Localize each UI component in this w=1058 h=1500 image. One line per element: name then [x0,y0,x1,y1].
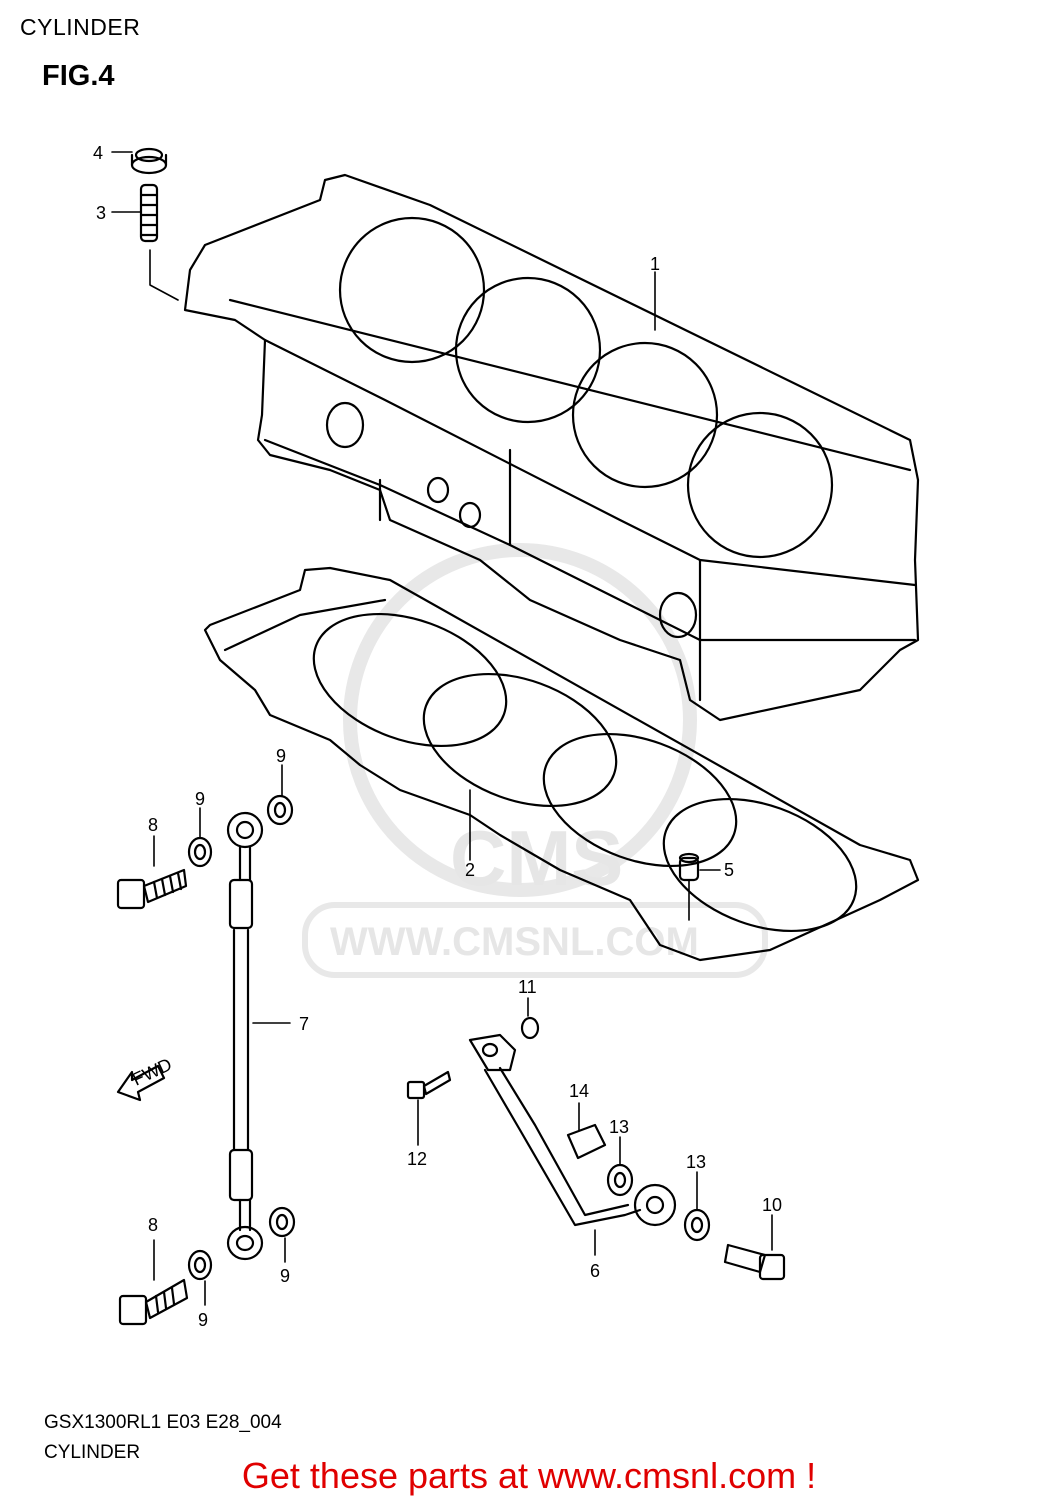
washer-9d [268,1206,296,1238]
bolt-12 [406,1070,452,1100]
callout-part-9b: 9 [195,789,205,809]
dowel-pin [678,852,700,882]
callout-part-13b: 13 [686,1152,706,1172]
callout-part-9d: 9 [198,1310,208,1330]
model-code: GSX1300RL1 E03 E28_004 [44,1412,282,1433]
callout-part-3: 3 [96,203,106,223]
cap-14 [566,1123,607,1160]
o-ring-11 [520,1016,540,1040]
union-bolt-top [116,868,188,910]
callout-part-2: 2 [465,860,475,880]
flange-nut [130,147,168,175]
callout-part-1: 1 [650,254,660,274]
fwd-direction-arrow [116,1064,166,1102]
callout-part-14: 14 [569,1081,589,1101]
washer-9b [266,794,294,826]
callout-part-4: 4 [93,143,103,163]
washer-9a [187,836,213,868]
callout-part-10: 10 [762,1195,782,1215]
promo-link[interactable]: Get these parts at www.cmsnl.com ! [241,1455,817,1496]
callout-part-6: 6 [590,1261,600,1281]
callout-part-12: 12 [407,1149,427,1169]
leader-lines [111,151,773,1306]
figure-label: FIG.4 [42,60,115,92]
union-bolt-bottom [118,1278,189,1326]
watermark: CMS WWW.CMSNL.COM [302,543,768,978]
cylinder-gasket [203,566,920,962]
union-bolt-10 [723,1243,786,1281]
washer-13a [606,1163,634,1197]
cylinder-bore-4 [686,411,834,559]
watermark-logo-text: CMS [450,814,623,902]
oil-pipe [468,1033,677,1227]
watermark-url: WWW.CMSNL.COM [330,920,699,964]
callout-part-11: 11 [518,977,537,997]
callout-part-8a: 8 [148,815,158,835]
section-title: CYLINDER [20,14,141,40]
washer-9c [187,1249,213,1281]
part-callouts: 4 3 1 2 5 9 9 8 7 11 14 13 12 13 10 8 6 … [93,143,782,1330]
cylinder-bore-2 [454,276,602,424]
callout-part-8b: 8 [148,1215,158,1235]
oil-hose-vertical [226,811,264,1261]
cylinder-block [183,173,920,722]
cylinder-bore-1 [338,216,486,364]
callout-part-7: 7 [299,1014,309,1034]
footer-section-name: CYLINDER [44,1442,141,1463]
callout-part-9a: 9 [276,746,286,766]
washer-13b [683,1208,711,1242]
stud-bolt [139,183,159,243]
watermark-banner [302,902,768,978]
callout-part-13a: 13 [609,1117,629,1137]
callout-part-9c: 9 [280,1266,290,1286]
callout-part-5: 5 [724,860,734,880]
cylinder-bore-3 [571,341,719,489]
